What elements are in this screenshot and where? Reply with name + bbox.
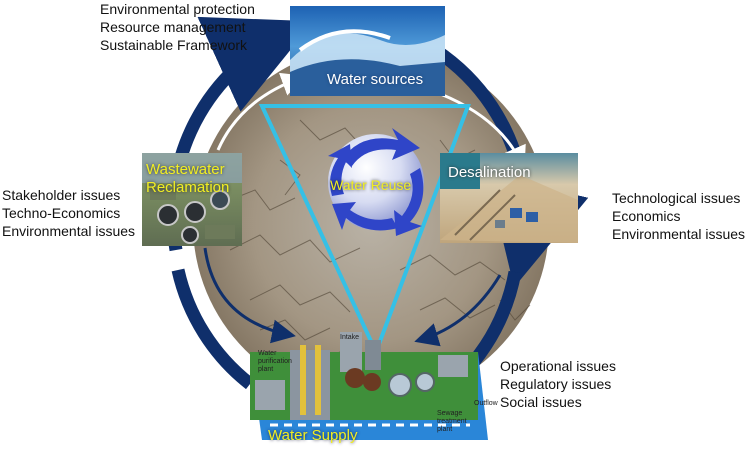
issues-water-supply: Operational issues Regulatory issues Soc… <box>500 357 616 411</box>
water-supply-image <box>250 332 488 440</box>
purification-plant-label: Water purification plant <box>258 350 292 374</box>
reuse-arrow-bottom-icon <box>332 202 398 231</box>
intake-label: Intake <box>340 334 360 341</box>
reclamation-line-2: Reclamation <box>146 179 230 196</box>
sewage-line-3: plant <box>437 426 453 433</box>
reuse-arrow-left-icon <box>328 144 352 196</box>
issue-item: Environmental protection <box>100 1 255 17</box>
issue-item: Technological issues <box>612 190 741 206</box>
node-label-water-supply: Water Supply <box>268 427 358 444</box>
issues-water-sources: Environmental protection Resource manage… <box>100 0 255 54</box>
sewage-line-2: treatment <box>437 418 467 425</box>
issue-item: Operational issues <box>500 358 616 374</box>
issues-wastewater-reclamation: Stakeholder issues Techno-Economics Envi… <box>2 186 135 240</box>
issue-item: Sustainable Framework <box>100 37 248 53</box>
desalination-image <box>440 153 578 243</box>
issues-desalination: Technological issues Economics Environme… <box>612 189 745 243</box>
node-label-desalination: Desalination <box>448 164 531 181</box>
node-label-water-reuse: Water Reuse <box>330 177 412 193</box>
issue-item: Economics <box>612 208 681 224</box>
arrow-reclamation-to-supply <box>203 247 296 344</box>
purification-line-3: plant <box>258 366 274 373</box>
issue-item: Techno-Economics <box>2 205 121 221</box>
reclamation-line-1: Wastewater <box>146 161 225 178</box>
issue-item: Environmental issues <box>612 226 746 242</box>
issue-item: Resource management <box>100 19 246 35</box>
node-label-wastewater-reclamation: Wastewater Reclamation <box>146 161 229 197</box>
purification-line-2: purification <box>258 358 292 365</box>
water-sources-image <box>290 6 445 96</box>
cycle-ring-bottom-left <box>171 268 255 390</box>
sewage-plant-label: Sewage treatment plant <box>437 410 467 434</box>
reuse-arrow-right-icon <box>394 168 424 236</box>
arrow-reclamation-to-sources <box>216 72 306 151</box>
issue-item: Environmental issues <box>2 223 136 239</box>
water-reuse-sphere <box>328 128 424 236</box>
reuse-arrow-top-icon <box>342 128 420 166</box>
node-label-water-sources: Water sources <box>327 71 424 88</box>
outflow-label: Outflow <box>474 400 498 407</box>
reuse-triangle <box>258 104 471 358</box>
purification-line-1: Water <box>258 350 277 357</box>
sewage-line-1: Sewage <box>437 410 463 417</box>
issue-item: Stakeholder issues <box>2 187 121 203</box>
issue-item: Regulatory issues <box>500 376 612 392</box>
arrow-desalination-to-supply <box>414 274 502 347</box>
wastewater-reclamation-image <box>142 153 242 246</box>
issue-item: Social issues <box>500 394 582 410</box>
